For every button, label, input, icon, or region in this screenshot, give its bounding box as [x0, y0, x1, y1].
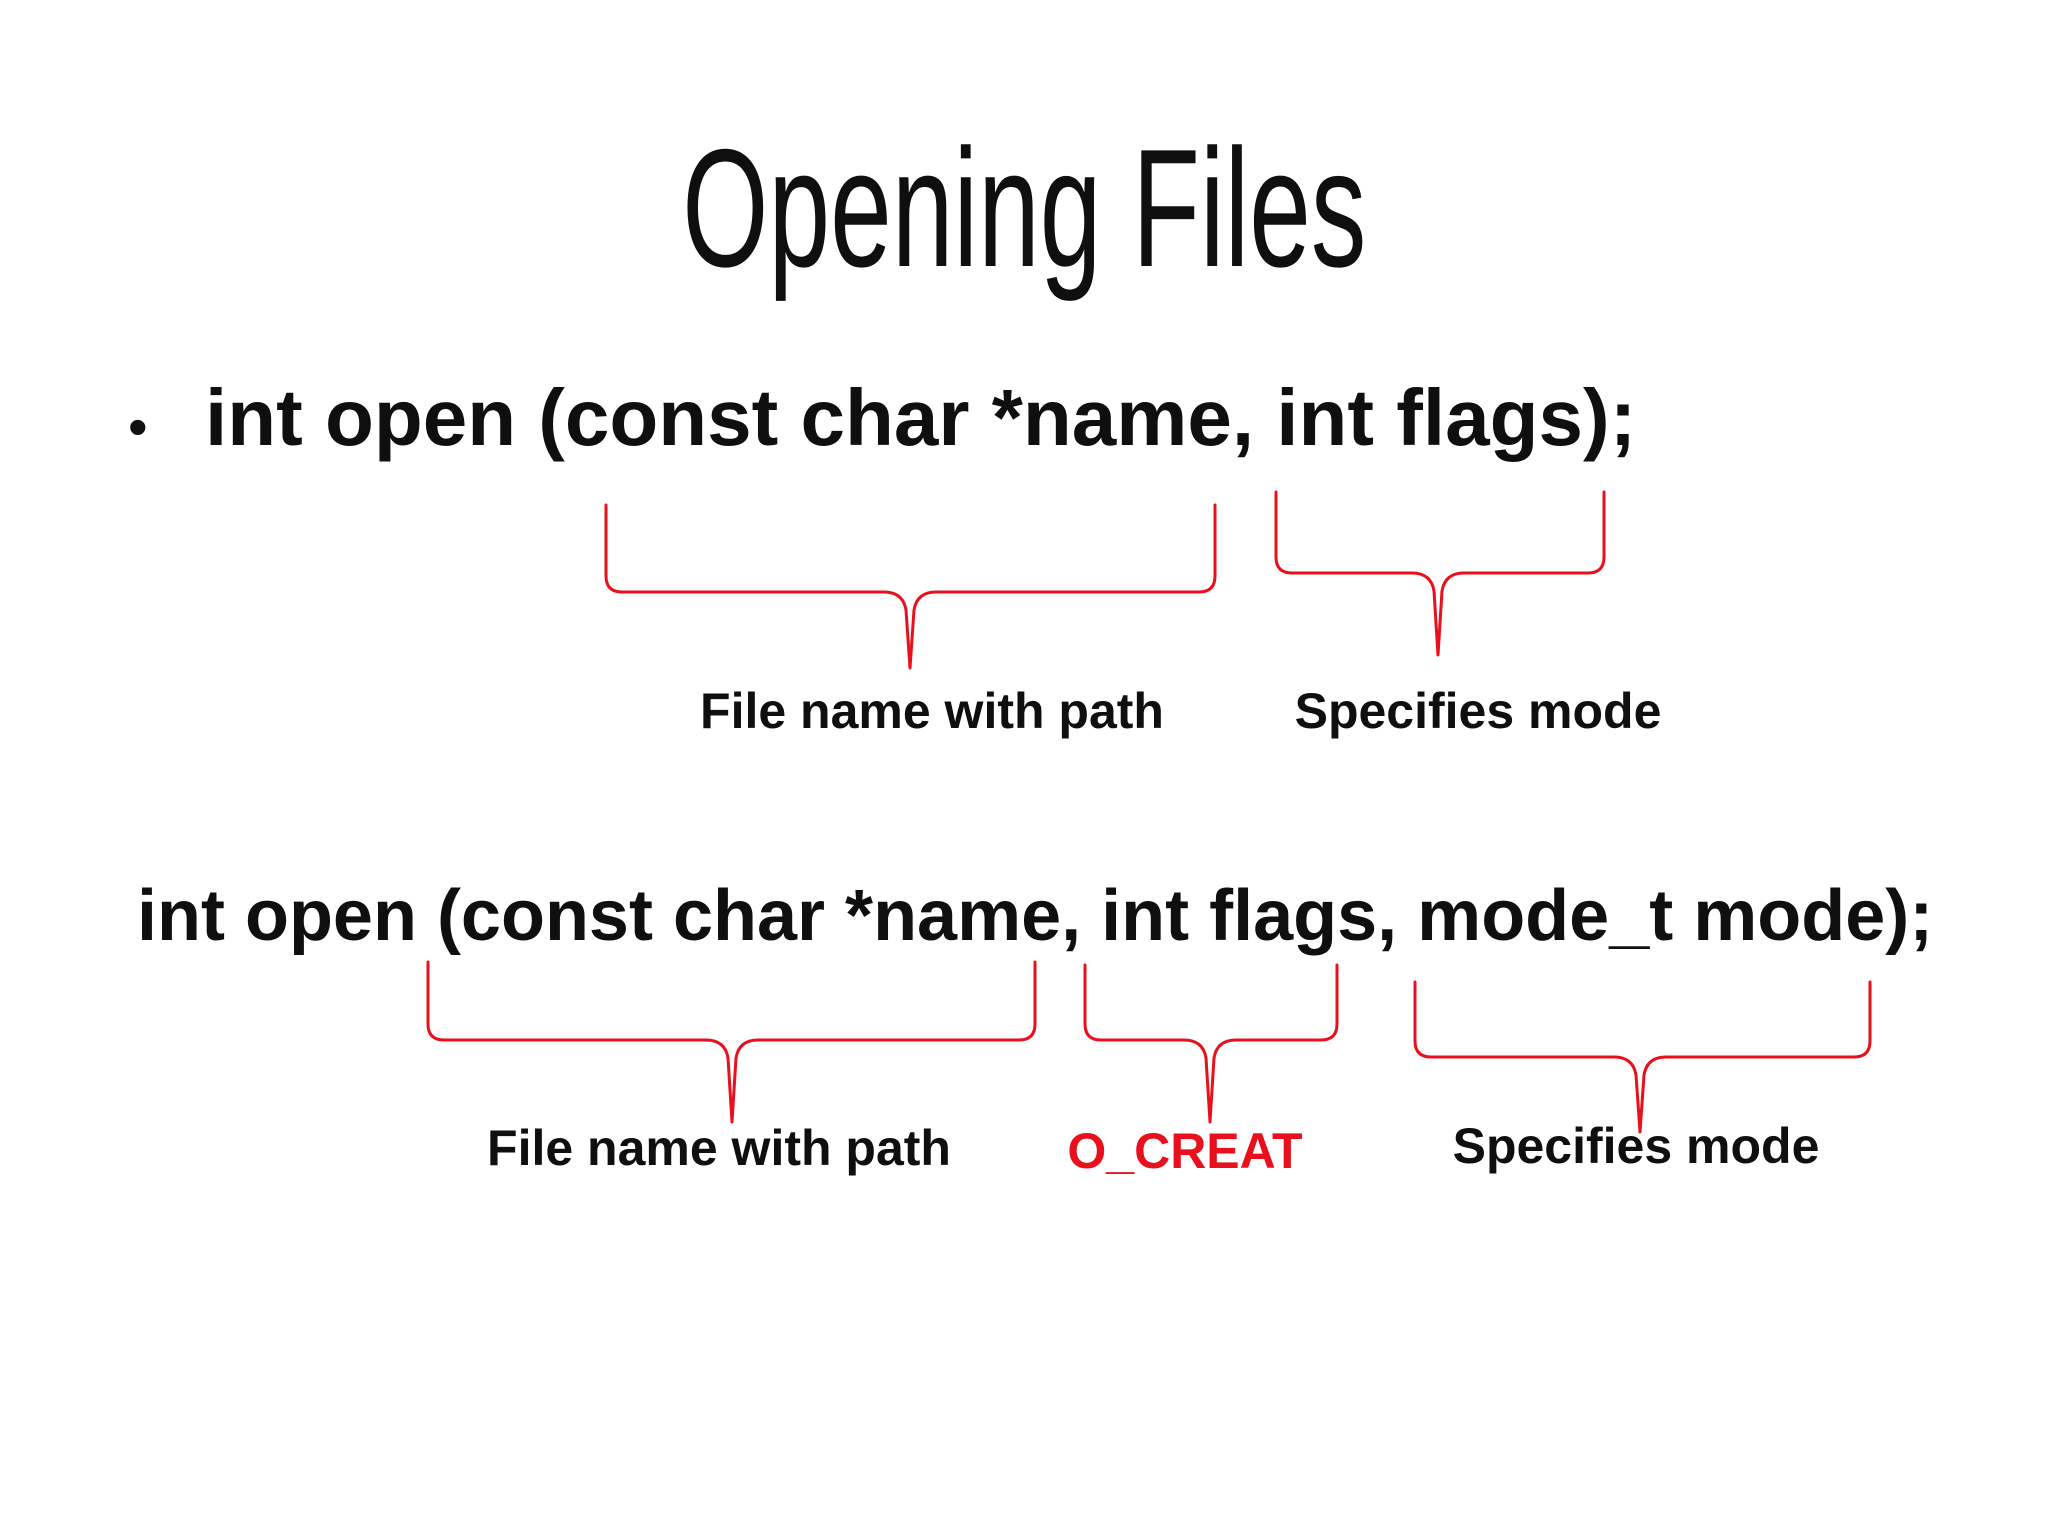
brace-row2-ocreat: [1083, 963, 1339, 1124]
brace-row2-filename: [426, 960, 1037, 1124]
brace-row1-mode: [1274, 490, 1606, 657]
brace-row2-mode: [1413, 980, 1872, 1134]
bullet-icon: •: [128, 395, 148, 458]
page-title: Opening Files: [681, 114, 1367, 302]
label-row1-filename: File name with path: [700, 683, 1164, 739]
label-row2-mode: Specifies mode: [1452, 1118, 1820, 1174]
slide-title-row: Opening Files: [0, 124, 2048, 292]
brace-row1-filename: [604, 503, 1217, 670]
label-row2-ocreat: O_CREAT: [1067, 1123, 1303, 1179]
code-line-open-three-args: int open (const char *name, int flags, m…: [137, 876, 1934, 956]
code-line-open-two-args: int open (const char *name, int flags);: [205, 373, 1637, 462]
label-row2-filename: File name with path: [487, 1120, 951, 1176]
label-row1-mode: Specifies mode: [1294, 683, 1662, 739]
